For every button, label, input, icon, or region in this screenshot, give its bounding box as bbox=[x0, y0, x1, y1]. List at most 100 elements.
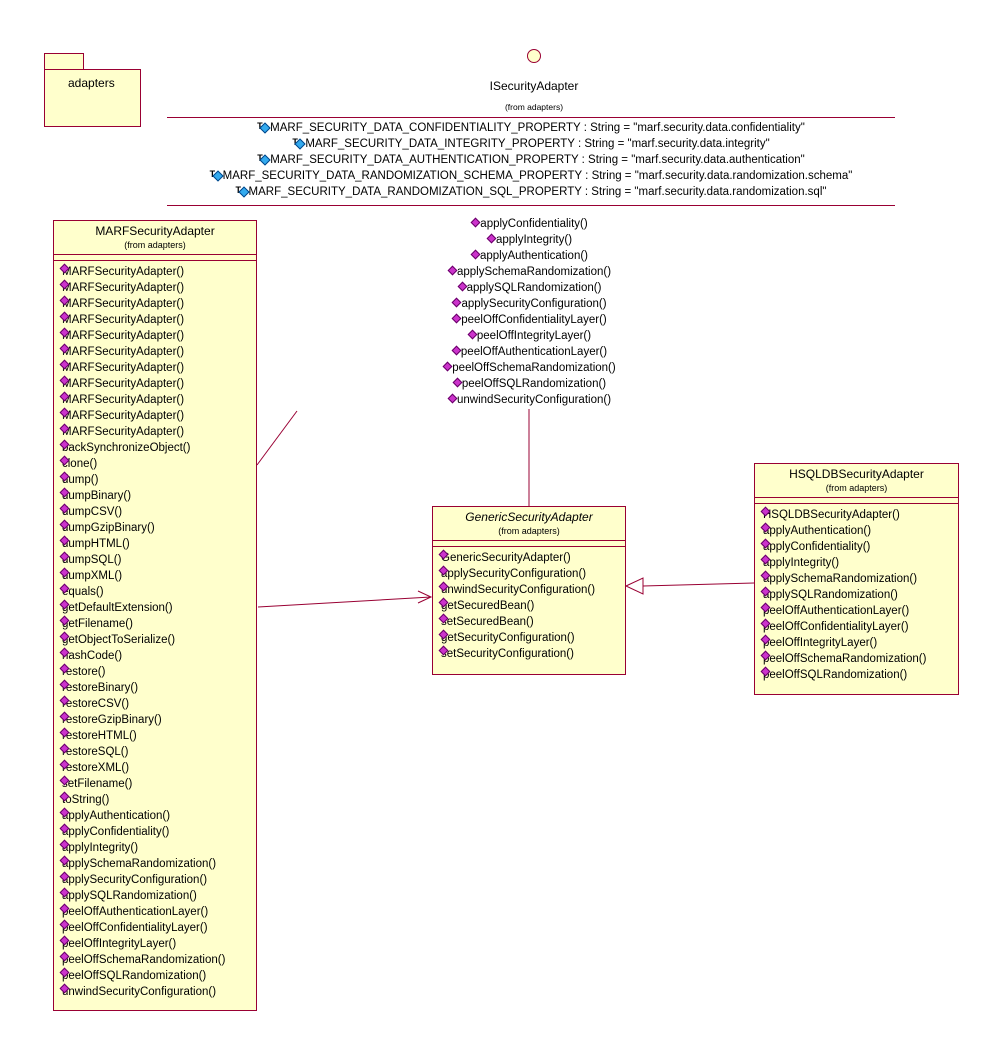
class-operation[interactable]: dumpGzipBinary() bbox=[62, 520, 256, 536]
class-operation[interactable]: applySchemaRandomization() bbox=[62, 856, 256, 872]
class-operation[interactable]: restoreCSV() bbox=[62, 696, 256, 712]
class-operation[interactable]: peelOffSchemaRandomization() bbox=[62, 952, 256, 968]
class-operation[interactable]: restoreHTML() bbox=[62, 728, 256, 744]
interface-attribute[interactable]: TMARF_SECURITY_DATA_RANDOMIZATION_SCHEMA… bbox=[167, 168, 895, 184]
class-operation[interactable]: peelOffConfidentialityLayer() bbox=[62, 920, 256, 936]
class-operation[interactable]: peelOffConfidentialityLayer() bbox=[763, 619, 958, 635]
class-operation[interactable]: getFilename() bbox=[62, 616, 256, 632]
class-operation[interactable]: restoreSQL() bbox=[62, 744, 256, 760]
class-operation[interactable]: applyConfidentiality() bbox=[62, 824, 256, 840]
class-operation[interactable]: peelOffAuthenticationLayer() bbox=[62, 904, 256, 920]
class-operation[interactable]: MARFSecurityAdapter() bbox=[62, 360, 256, 376]
class-operation[interactable]: MARFSecurityAdapter() bbox=[62, 376, 256, 392]
class-operation[interactable]: setFilename() bbox=[62, 776, 256, 792]
class-operation[interactable]: applyIntegrity() bbox=[62, 840, 256, 856]
class-operation[interactable]: getSecurityConfiguration() bbox=[441, 630, 625, 646]
class-generic-security-adapter[interactable]: GenericSecurityAdapter (from adapters) G… bbox=[432, 506, 626, 675]
class-operation[interactable]: dumpCSV() bbox=[62, 504, 256, 520]
class-operation[interactable]: toString() bbox=[62, 792, 256, 808]
association-arrowhead bbox=[417, 590, 433, 604]
marf-realization-line bbox=[256, 410, 298, 466]
interface-operation[interactable]: peelOffSQLRandomization() bbox=[430, 376, 630, 392]
class-operation[interactable]: applyAuthentication() bbox=[62, 808, 256, 824]
class-operation[interactable]: setSecurityConfiguration() bbox=[441, 646, 625, 662]
class-operations: GenericSecurityAdapter()applySecurityCon… bbox=[433, 547, 625, 662]
class-operation[interactable]: unwindSecurityConfiguration() bbox=[62, 984, 256, 1000]
class-operation[interactable]: MARFSecurityAdapter() bbox=[62, 424, 256, 440]
class-operation[interactable]: hashCode() bbox=[62, 648, 256, 664]
class-operation[interactable]: unwindSecurityConfiguration() bbox=[441, 582, 625, 598]
package-tab bbox=[44, 53, 84, 70]
interface-attribute[interactable]: TMARF_SECURITY_DATA_AUTHENTICATION_PROPE… bbox=[167, 152, 895, 168]
package-adapters[interactable]: adapters bbox=[44, 69, 141, 127]
class-operation[interactable]: peelOffSchemaRandomization() bbox=[763, 651, 958, 667]
interface-icon[interactable] bbox=[527, 49, 541, 63]
class-operation[interactable]: MARFSecurityAdapter() bbox=[62, 312, 256, 328]
class-operation[interactable]: applySchemaRandomization() bbox=[763, 571, 958, 587]
interface-operation[interactable]: peelOffSchemaRandomization() bbox=[430, 360, 630, 376]
class-marf-security-adapter[interactable]: MARFSecurityAdapter (from adapters) MARF… bbox=[53, 220, 257, 1011]
class-operation[interactable]: getObjectToSerialize() bbox=[62, 632, 256, 648]
interface-from: (from adapters) bbox=[504, 102, 564, 112]
class-operation[interactable]: MARFSecurityAdapter() bbox=[62, 296, 256, 312]
class-operation[interactable]: applySecurityConfiguration() bbox=[441, 566, 625, 582]
class-operation[interactable]: applyConfidentiality() bbox=[763, 539, 958, 555]
interface-operation[interactable]: unwindSecurityConfiguration() bbox=[430, 392, 630, 408]
class-operation[interactable]: equals() bbox=[62, 584, 256, 600]
interface-operation[interactable]: applyIntegrity() bbox=[430, 232, 630, 248]
class-operation[interactable]: dumpBinary() bbox=[62, 488, 256, 504]
interface-operation[interactable]: peelOffAuthenticationLayer() bbox=[430, 344, 630, 360]
class-operation[interactable]: restoreBinary() bbox=[62, 680, 256, 696]
class-operation[interactable]: dumpSQL() bbox=[62, 552, 256, 568]
interface-operation[interactable]: applySQLRandomization() bbox=[430, 280, 630, 296]
class-operation[interactable]: restoreXML() bbox=[62, 760, 256, 776]
interface-operation[interactable]: applySchemaRandomization() bbox=[430, 264, 630, 280]
class-operation[interactable]: HSQLDBSecurityAdapter() bbox=[763, 507, 958, 523]
class-operation[interactable]: MARFSecurityAdapter() bbox=[62, 408, 256, 424]
class-operation[interactable]: applyIntegrity() bbox=[763, 555, 958, 571]
class-operation[interactable]: peelOffAuthenticationLayer() bbox=[763, 603, 958, 619]
class-operation[interactable]: dumpHTML() bbox=[62, 536, 256, 552]
class-operation[interactable]: MARFSecurityAdapter() bbox=[62, 264, 256, 280]
interface-operation[interactable]: applySecurityConfiguration() bbox=[430, 296, 630, 312]
class-operation[interactable]: peelOffSQLRandomization() bbox=[763, 667, 958, 683]
class-operation[interactable]: dump() bbox=[62, 472, 256, 488]
class-operation[interactable]: restoreGzipBinary() bbox=[62, 712, 256, 728]
interface-operation[interactable]: applyConfidentiality() bbox=[430, 216, 630, 232]
interface-operation[interactable]: peelOffIntegrityLayer() bbox=[430, 328, 630, 344]
generalization-line bbox=[642, 582, 755, 587]
association-line bbox=[257, 596, 432, 608]
interface-name: ISecurityAdapter bbox=[489, 79, 579, 93]
class-from: (from adapters) bbox=[124, 240, 186, 250]
class-operation[interactable]: MARFSecurityAdapter() bbox=[62, 392, 256, 408]
class-operation[interactable]: peelOffIntegrityLayer() bbox=[62, 936, 256, 952]
class-operation[interactable]: applyAuthentication() bbox=[763, 523, 958, 539]
class-operation[interactable]: MARFSecurityAdapter() bbox=[62, 344, 256, 360]
class-operation[interactable]: peelOffSQLRandomization() bbox=[62, 968, 256, 984]
class-attributes bbox=[433, 541, 625, 547]
class-operation[interactable]: applySecurityConfiguration() bbox=[62, 872, 256, 888]
class-operation[interactable]: restore() bbox=[62, 664, 256, 680]
class-operation[interactable]: applySQLRandomization() bbox=[763, 587, 958, 603]
class-operation[interactable]: setSecuredBean() bbox=[441, 614, 625, 630]
class-operation[interactable]: peelOffIntegrityLayer() bbox=[763, 635, 958, 651]
class-operation[interactable]: GenericSecurityAdapter() bbox=[441, 550, 625, 566]
class-operation[interactable]: getDefaultExtension() bbox=[62, 600, 256, 616]
interface-operation[interactable]: applyAuthentication() bbox=[430, 248, 630, 264]
class-operation[interactable]: clone() bbox=[62, 456, 256, 472]
interface-operation[interactable]: peelOffConfidentialityLayer() bbox=[430, 312, 630, 328]
static-final-attribute-icon: T bbox=[210, 168, 224, 182]
class-operation[interactable]: MARFSecurityAdapter() bbox=[62, 280, 256, 296]
class-header: HSQLDBSecurityAdapter (from adapters) bbox=[755, 464, 958, 498]
class-operation[interactable]: dumpXML() bbox=[62, 568, 256, 584]
class-operation[interactable]: getSecuredBean() bbox=[441, 598, 625, 614]
package-name: adapters bbox=[68, 76, 115, 90]
static-final-attribute-icon: T bbox=[257, 120, 271, 134]
class-operation[interactable]: backSynchronizeObject() bbox=[62, 440, 256, 456]
interface-attribute[interactable]: TMARF_SECURITY_DATA_CONFIDENTIALITY_PROP… bbox=[167, 120, 895, 136]
class-operation[interactable]: MARFSecurityAdapter() bbox=[62, 328, 256, 344]
class-operation[interactable]: applySQLRandomization() bbox=[62, 888, 256, 904]
class-hsqldb-security-adapter[interactable]: HSQLDBSecurityAdapter (from adapters) HS… bbox=[754, 463, 959, 695]
